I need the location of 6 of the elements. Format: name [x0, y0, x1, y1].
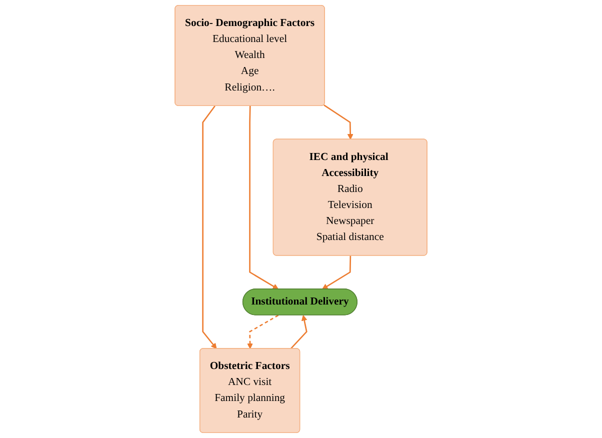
arrow — [322, 256, 352, 290]
arrow — [324, 104, 354, 140]
arrow — [249, 106, 279, 290]
arrow — [247, 314, 279, 349]
arrow — [202, 106, 217, 349]
arrow — [290, 315, 308, 350]
